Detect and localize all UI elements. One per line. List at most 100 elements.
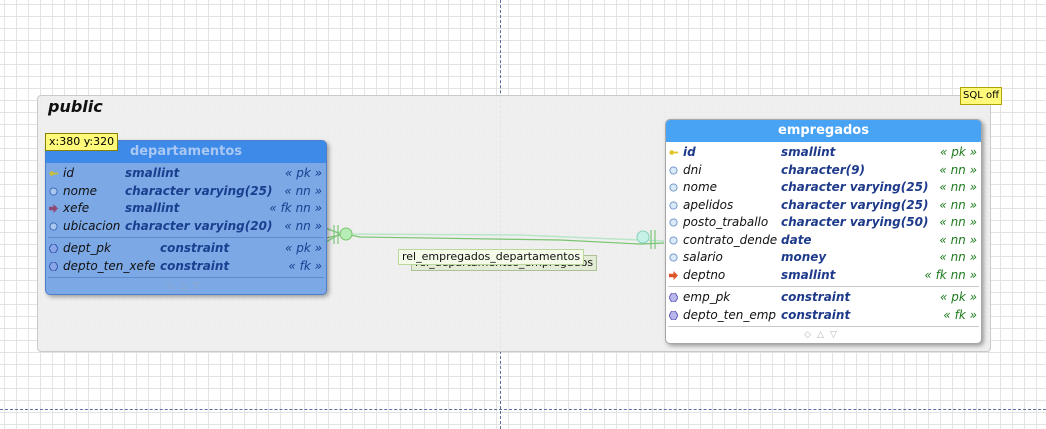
constraint-kind: « fk » [288,258,322,273]
column-name: contrato_dende [683,232,778,247]
column-constraint: « nn » [939,162,977,177]
column-constraint: « fk nn » [269,201,322,215]
column-row[interactable]: posto_traballo character varying(50) « n… [666,214,981,232]
column-constraint: « nn » [939,232,977,247]
column-icon [669,253,678,262]
constraint-row[interactable]: depto_ten_xefe constraint « fk » [46,258,326,276]
columns-section: id smallint « pk » nome character varyin… [46,163,326,237]
column-name: posto_traballo [683,215,769,229]
column-type: character varying(50) [781,215,929,229]
constraint-type: constraint [160,241,230,255]
constraint-icon [49,244,58,253]
horizontal-page-guide [0,409,1046,410]
column-constraint: « nn » [939,197,977,212]
constraint-row[interactable]: emp_pk constraint « pk » [666,289,981,307]
section-divider [48,277,324,278]
column-type: character varying(25) [781,180,929,194]
column-constraint: « nn » [939,215,977,229]
constraint-name: depto_ten_xefe [63,258,156,273]
column-row[interactable]: ubicacion character varying(20) « nn » [46,218,326,236]
column-type: character varying(20) [125,218,273,233]
column-name: nome [63,183,98,198]
constraint-kind: « fk » [943,307,977,322]
column-type: character(9) [781,162,865,177]
column-name: apelidos [683,197,734,212]
constraint-icon [669,310,678,320]
column-name: id [63,166,74,180]
column-icon [669,165,678,175]
constraint-kind: « pk » [939,290,977,304]
key-icon [669,150,678,155]
table-empregados[interactable]: empregados id smallint « pk » dni charac… [665,119,982,344]
cursor-position-badge: x:380 y:320 [45,133,119,151]
table-title[interactable]: empregados [666,120,981,142]
table-collapse-controls[interactable]: ◇△▽ [804,330,843,340]
column-type: character varying(25) [125,183,273,198]
sql-off-badge[interactable]: SQL off [960,87,1002,105]
column-type: smallint [781,145,836,159]
relationship-label[interactable]: rel_empregados_departamentos [398,249,585,265]
column-name: xefe [63,201,90,215]
constraint-type: constraint [781,307,851,322]
constraint-name: emp_pk [683,290,731,304]
column-icon [669,235,678,245]
column-row[interactable]: contrato_dende date « nn » [666,232,981,250]
column-row[interactable]: dni character(9) « nn » [666,162,981,180]
table-collapse-controls[interactable]: ◇△▽ [166,281,206,291]
key-icon [49,171,58,176]
column-row[interactable]: nome character varying(25) « nn » [666,179,981,197]
column-row[interactable]: id smallint « pk » [666,144,981,162]
column-icon [669,183,678,192]
column-icon [49,186,58,196]
section-divider [668,286,979,287]
column-icon [669,200,678,210]
column-icon [669,218,678,227]
constraints-section: dept_pk constraint « pk » depto_ten_xefe… [46,238,326,277]
column-constraint: « pk » [939,145,977,159]
column-name: id [683,145,696,159]
constraint-type: constraint [160,258,230,273]
column-row[interactable]: deptno smallint « fk nn » [666,267,981,285]
foreign-key-icon [669,270,678,280]
table-departamentos[interactable]: departamentos id smallint « pk » nome ch… [45,140,327,295]
column-type: smallint [125,201,180,215]
column-constraint: « fk nn » [924,267,977,282]
constraints-section: emp_pk constraint « pk » depto_ten_emp c… [666,287,981,326]
constraint-kind: « pk » [284,241,322,255]
schema-name: public [48,97,103,116]
constraint-icon [669,293,678,302]
column-type: character varying(25) [781,197,929,212]
column-name: salario [683,250,723,264]
column-constraint: « nn » [284,218,322,233]
column-constraint: « nn » [939,180,977,194]
foreign-key-icon [49,204,58,213]
column-constraint: « pk » [284,166,322,180]
column-icon [49,221,58,231]
column-name: dni [683,162,702,177]
column-row[interactable]: xefe smallint « fk nn » [46,200,326,218]
column-type: smallint [781,267,836,282]
relationship-handle [339,227,353,241]
column-row[interactable]: id smallint « pk » [46,165,326,183]
constraint-row[interactable]: depto_ten_emp constraint « fk » [666,307,981,325]
column-row[interactable]: nome character varying(25) « nn » [46,183,326,201]
relationship-handle [636,230,650,244]
section-divider [48,237,324,238]
column-type: money [781,250,827,264]
constraint-icon [49,261,58,271]
column-row[interactable]: salario money « nn » [666,249,981,267]
column-type: smallint [125,166,180,180]
column-row[interactable]: apelidos character varying(25) « nn » [666,197,981,215]
constraint-row[interactable]: dept_pk constraint « pk » [46,240,326,258]
column-name: nome [683,180,718,194]
column-type: date [781,232,812,247]
column-constraint: « nn » [939,250,977,264]
section-divider [668,326,979,327]
column-constraint: « nn » [284,183,322,198]
column-name: ubicacion [63,218,121,233]
constraint-name: dept_pk [63,241,111,255]
columns-section: id smallint « pk » dni character(9) « nn… [666,142,981,286]
constraint-type: constraint [781,290,851,304]
column-name: deptno [683,267,726,282]
